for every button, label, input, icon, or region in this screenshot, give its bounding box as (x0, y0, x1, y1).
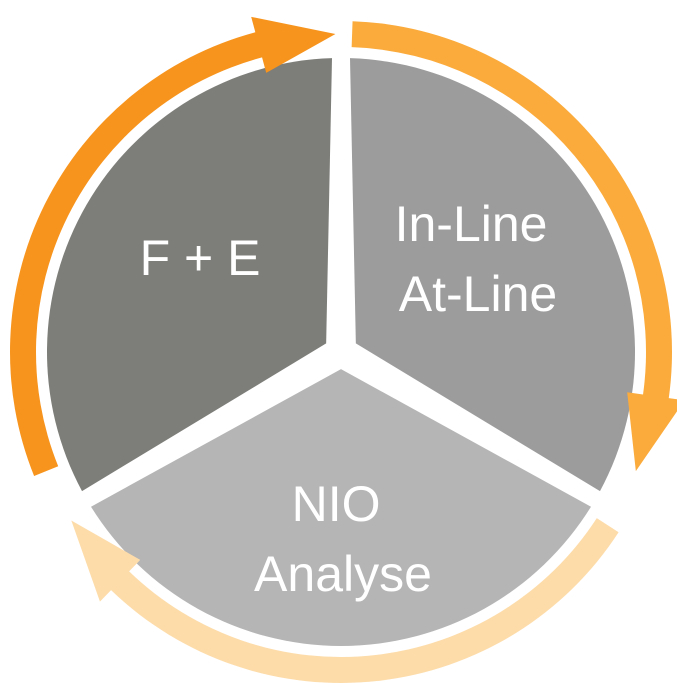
label-inline-line-2: At-Line (399, 266, 557, 322)
label-inline: In-Line At-Line (395, 196, 562, 322)
segment-nio-analyse (91, 369, 591, 646)
arrow-fe-icon (10, 16, 336, 476)
arrows-group (10, 16, 677, 684)
segments-group (47, 58, 635, 646)
label-inline-line-1: In-Line (395, 196, 548, 252)
label-nio-line-1: NIO (292, 476, 381, 532)
arrow-nio-icon (71, 518, 619, 684)
segment-inline-at-line (350, 58, 635, 492)
arrow-inline-icon (351, 21, 677, 472)
segment-fe (47, 58, 333, 492)
label-nio: NIO Analyse (254, 476, 432, 602)
label-nio-line-2: Analyse (254, 546, 432, 602)
label-fe-line-1: F + E (140, 230, 261, 286)
label-fe: F + E (140, 230, 261, 286)
